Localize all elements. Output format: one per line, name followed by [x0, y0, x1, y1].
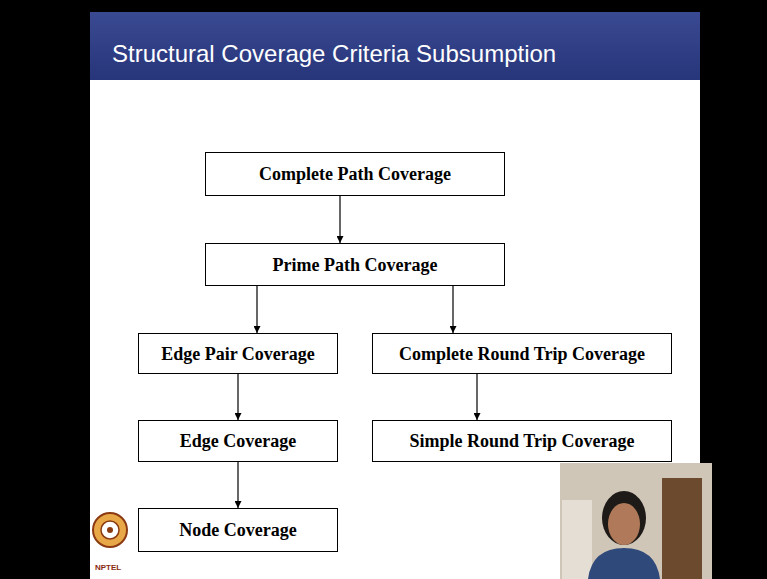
- box-label: Complete Path Coverage: [259, 163, 451, 185]
- logo-center: [107, 527, 113, 533]
- box-label: Complete Round Trip Coverage: [399, 343, 645, 365]
- webcam-door: [662, 478, 702, 579]
- box-label: Node Coverage: [179, 519, 296, 541]
- subsumption-arrow: [256, 286, 257, 333]
- coverage-box: Prime Path Coverage: [205, 243, 505, 286]
- box-label: Prime Path Coverage: [273, 254, 438, 276]
- subsumption-arrow: [476, 374, 477, 420]
- subsumption-arrow: [237, 462, 238, 508]
- webcam-picture: [560, 463, 712, 579]
- subsumption-arrow: [452, 286, 453, 333]
- subsumption-arrow: [237, 374, 238, 420]
- coverage-box: Complete Path Coverage: [205, 152, 505, 196]
- nptel-logo: [93, 513, 127, 547]
- slide-title: Structural Coverage Criteria Subsumption: [112, 40, 556, 68]
- coverage-box: Complete Round Trip Coverage: [372, 333, 672, 374]
- coverage-box: Simple Round Trip Coverage: [372, 420, 672, 462]
- webcam-cabinet: [562, 500, 592, 579]
- logo-core: [101, 521, 119, 539]
- coverage-box: Edge Coverage: [138, 420, 338, 462]
- box-label: Edge Pair Coverage: [161, 343, 315, 365]
- box-label: Simple Round Trip Coverage: [410, 430, 635, 452]
- logo-caption: NPTEL: [95, 563, 121, 573]
- webcam-hair: [602, 491, 646, 545]
- coverage-box: Edge Pair Coverage: [138, 333, 338, 374]
- subsumption-arrow: [339, 196, 340, 243]
- webcam-face: [608, 503, 640, 545]
- coverage-box: Node Coverage: [138, 508, 338, 552]
- webcam-wall: [560, 463, 712, 579]
- webcam-body: [588, 548, 660, 579]
- box-label: Edge Coverage: [180, 430, 296, 452]
- logo-ring: [93, 513, 127, 547]
